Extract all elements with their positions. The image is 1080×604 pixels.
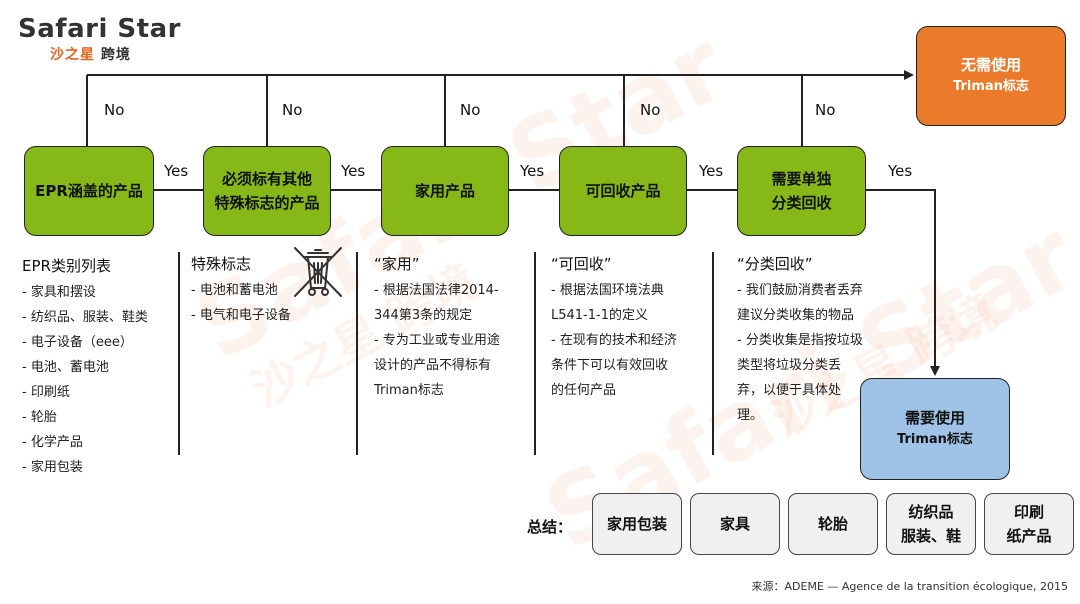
logo-chinese: 沙之星 跨境 (50, 44, 131, 64)
decision-box-separate-collection: 需要单独分类回收 (737, 146, 866, 236)
decision-box-special-mark: 必须标有其他特殊标志的产品 (203, 146, 331, 236)
yes-label: Yes (520, 162, 545, 180)
decision-box-text: 需要单独 (771, 170, 832, 188)
decision-box-text: 必须标有其他 (221, 170, 312, 188)
summary-item-text: 纺织品 (908, 503, 954, 521)
yes-label: Yes (699, 162, 724, 180)
summary-label: 总结： (527, 518, 573, 536)
outcome-no-line2: Triman标志 (953, 79, 1029, 94)
decision-box-text: EPR涵盖的产品 (35, 182, 143, 200)
column-item: - 印刷纸 (22, 385, 70, 400)
column-item: - 分类收集是指按垃圾 (737, 333, 863, 348)
column-item: - 根据法国法律2014- (374, 283, 499, 298)
column-item: - 电池、蓄电池 (22, 360, 109, 375)
logo-chinese-dark: 跨境 (100, 47, 131, 63)
column-household: “家用” - 根据法国法律2014- 344第3条的规定 - 专为工业或专业用途… (374, 252, 500, 403)
column-item: 理。 (737, 408, 764, 423)
column-item: 建议分类收集的物品 (737, 308, 855, 323)
summary-item: 家用包装 (592, 493, 682, 555)
column-separate-collection: “分类回收” - 我们鼓励消费者丢弃 建议分类收集的物品 - 分类收集是指按垃圾… (737, 252, 863, 428)
source-citation: 来源：ADEME — Agence de la transition écolo… (751, 580, 1068, 593)
column-heading: “家用” (374, 255, 420, 273)
column-heading: “可回收” (551, 255, 612, 273)
outcome-yes-line2: Triman标志 (897, 432, 973, 447)
summary-item-text: 印刷 (1013, 503, 1044, 521)
logo-chinese-orange: 沙之星 (50, 47, 95, 63)
column-heading: 特殊标志 (191, 255, 252, 273)
summary-item-text: 家具 (719, 515, 750, 533)
yes-label: Yes (888, 162, 913, 180)
outcome-yes-triman: 需要使用 Triman标志 (860, 378, 1010, 480)
crossed-out-wheelie-bin-icon (294, 247, 342, 297)
column-item: 设计的产品不得标有 (374, 358, 492, 373)
yes-label: Yes (341, 162, 366, 180)
summary-item: 家具 (690, 493, 780, 555)
column-item: - 电气和电子设备 (191, 308, 291, 323)
outcome-no-triman: 无需使用 Triman标志 (916, 26, 1066, 126)
column-item: 的任何产品 (551, 383, 617, 398)
outcome-yes-line1: 需要使用 (904, 409, 965, 427)
column-item: - 轮胎 (22, 410, 57, 425)
column-item: Triman标志 (374, 383, 444, 398)
column-item: - 我们鼓励消费者丢弃 (737, 283, 863, 298)
decision-box-text: 可回收产品 (585, 182, 661, 200)
column-item: - 电池和蓄电池 (191, 283, 278, 298)
no-label: No (460, 101, 481, 119)
summary-item-text: 纸产品 (1006, 527, 1052, 545)
no-label: No (640, 101, 661, 119)
column-heading: “分类回收” (737, 255, 813, 273)
yes-label: Yes (164, 162, 189, 180)
column-item: - 家具和摆设 (22, 285, 96, 300)
column-item: - 专为工业或专业用途 (374, 333, 500, 348)
column-recyclable: “可回收” - 根据法国环境法典 L541-1-1的定义 - 在现有的技术和经济… (551, 252, 677, 403)
summary-item: 印刷纸产品 (984, 493, 1074, 555)
column-item: 类型将垃圾分类丢 (737, 358, 842, 373)
summary-item: 轮胎 (788, 493, 878, 555)
decision-box-text: 特殊标志的产品 (214, 194, 320, 212)
column-item: L541-1-1的定义 (551, 308, 648, 323)
column-special-marks: 特殊标志 - 电池和蓄电池 - 电气和电子设备 (191, 252, 291, 328)
decision-box-text: 家用产品 (414, 182, 475, 200)
decision-box-household: 家用产品 (381, 146, 509, 236)
decision-box-text: 分类回收 (771, 194, 832, 212)
column-item: - 化学产品 (22, 435, 83, 450)
column-item: - 电子设备（eee） (22, 335, 133, 350)
logo-wordmark: Safari Star (18, 14, 181, 44)
column-item: 条件下可以有效回收 (551, 358, 669, 373)
summary-item-text: 家用包装 (606, 515, 667, 533)
summary-item-text: 轮胎 (817, 515, 848, 533)
decision-box-recyclable: 可回收产品 (559, 146, 687, 236)
column-item: - 在现有的技术和经济 (551, 333, 677, 348)
no-label: No (104, 101, 125, 119)
column-heading: EPR类别列表 (22, 257, 111, 275)
column-epr-categories: EPR类别列表 - 家具和摆设 - 纺织品、服装、鞋类 - 电子设备（eee） … (22, 254, 148, 480)
column-item: 弃，以便于具体处 (737, 383, 842, 398)
column-item: - 家用包装 (22, 460, 83, 475)
no-label: No (282, 101, 303, 119)
decision-box-epr: EPR涵盖的产品 (24, 146, 154, 236)
outcome-no-line1: 无需使用 (960, 56, 1021, 74)
column-item: - 根据法国环境法典 (551, 283, 664, 298)
summary-item-text: 服装、鞋 (900, 527, 961, 545)
no-label: No (815, 101, 836, 119)
summary-item: 纺织品服装、鞋 (886, 493, 976, 555)
column-item: 344第3条的规定 (374, 308, 473, 323)
column-item: - 纺织品、服装、鞋类 (22, 310, 148, 325)
